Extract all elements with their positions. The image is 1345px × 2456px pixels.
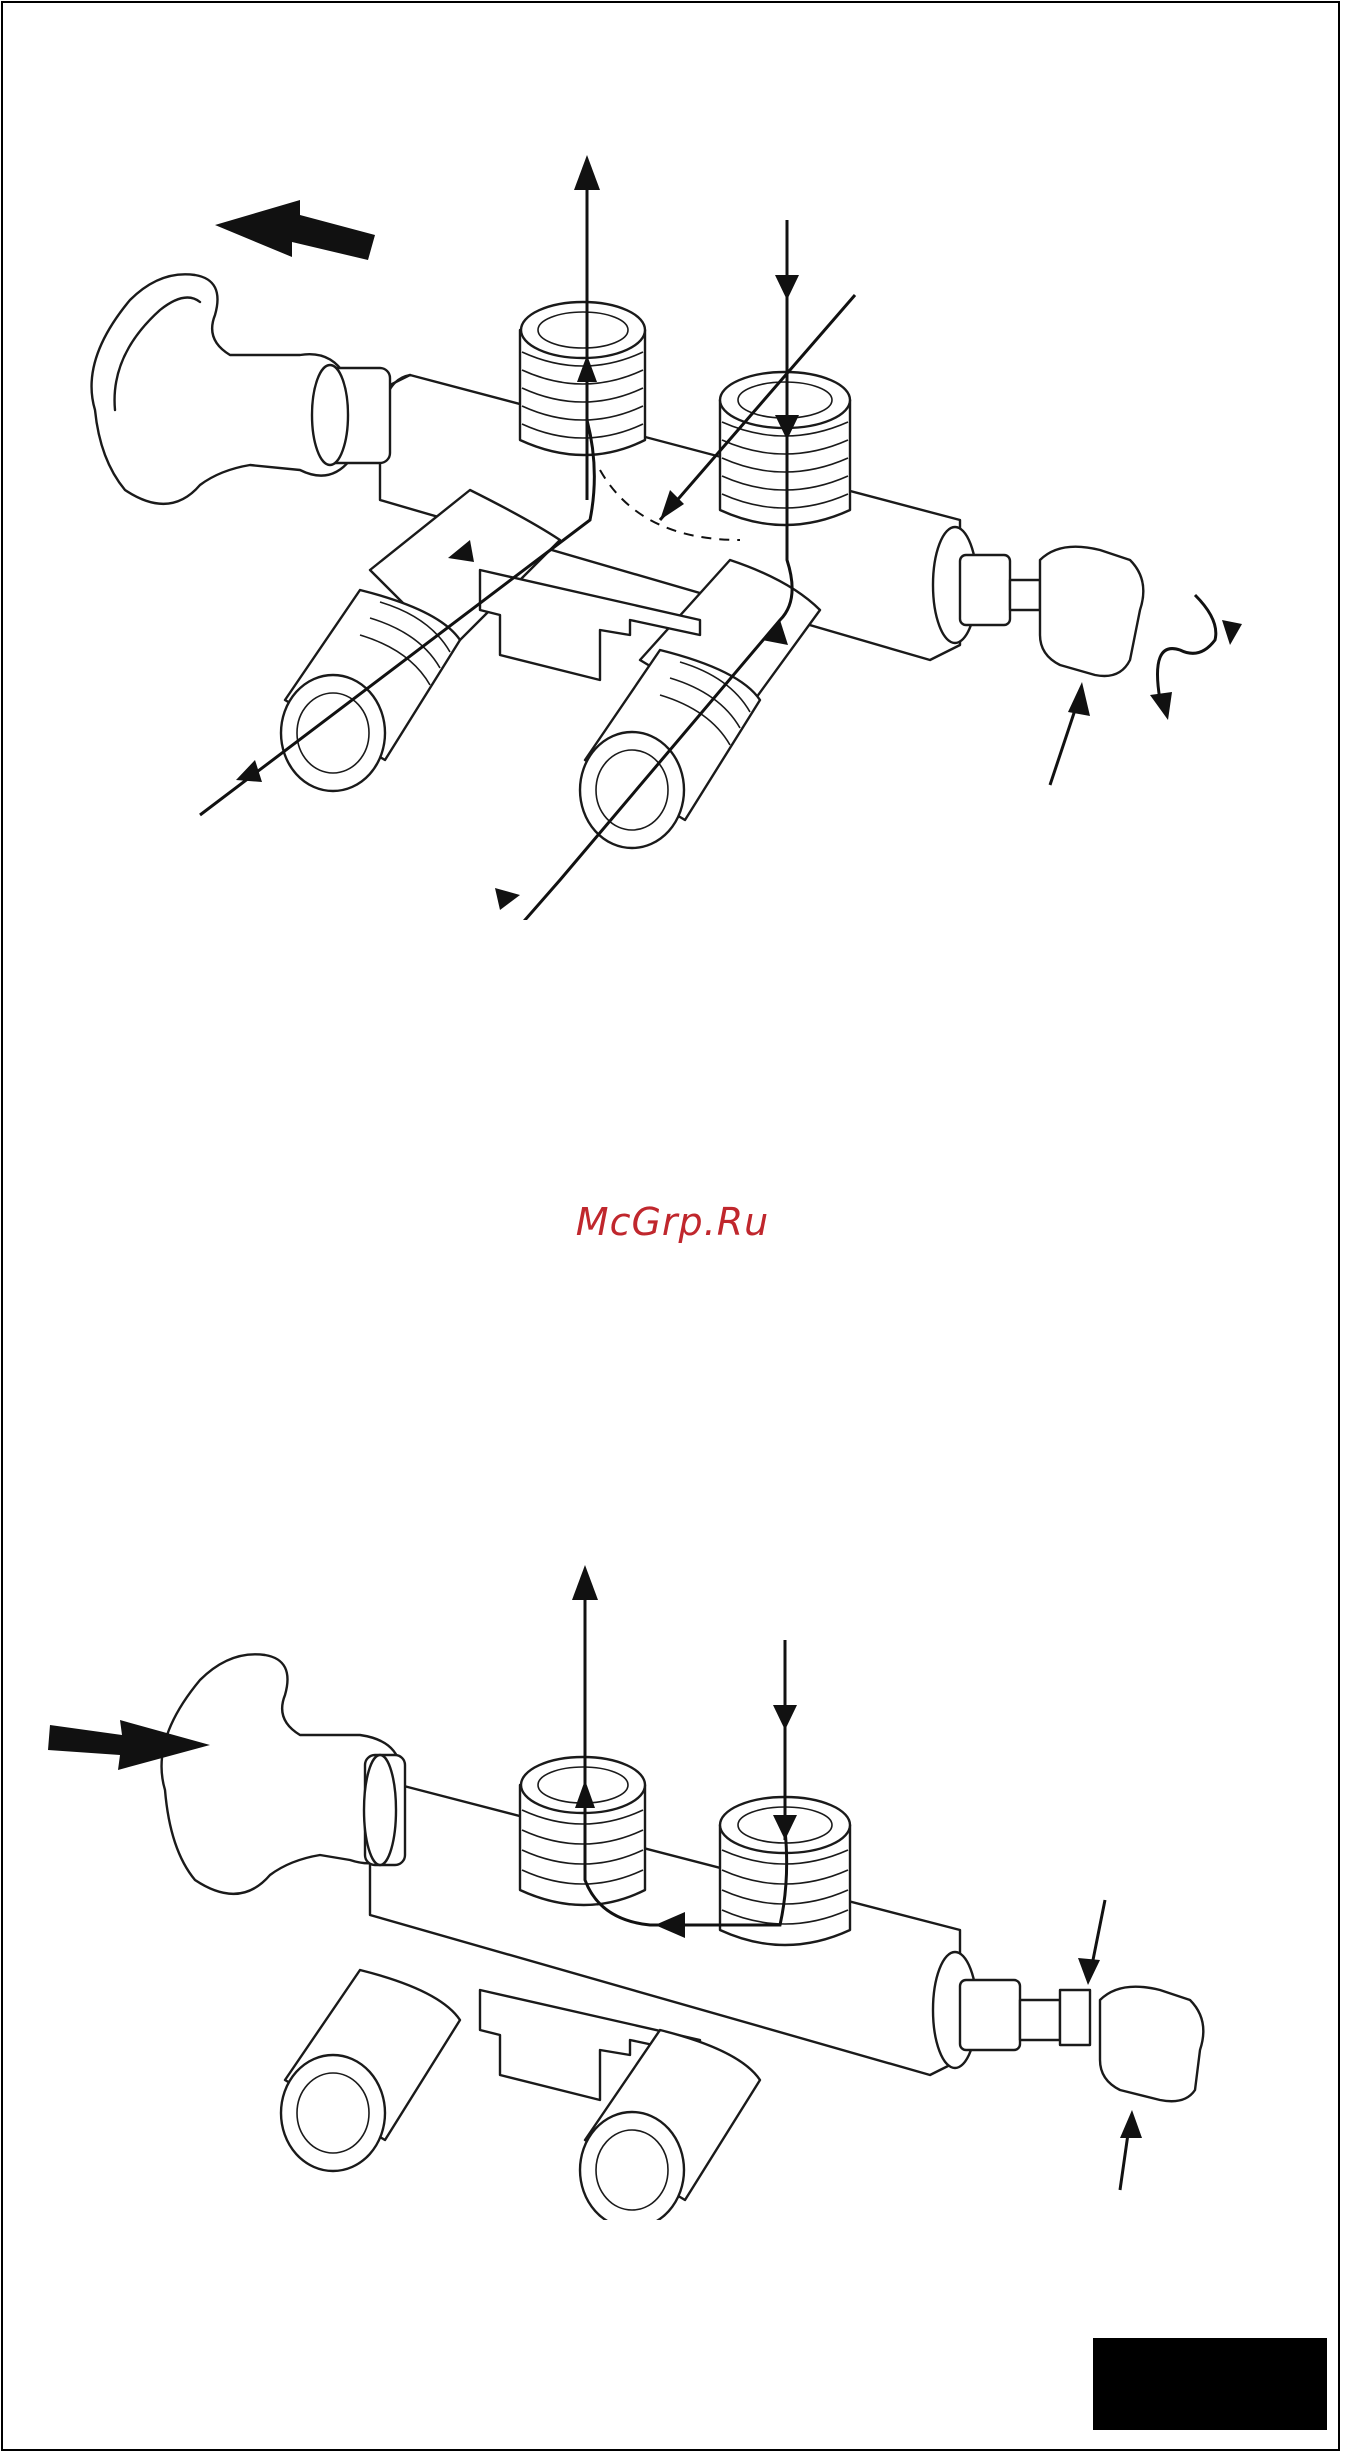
- drain-fitting: [933, 1952, 1203, 2101]
- page-tab: [1093, 2338, 1327, 2430]
- handle-icon: [92, 274, 350, 504]
- pull-arrow-icon: [215, 200, 375, 260]
- watermark: McGrp.Ru: [0, 1200, 1345, 1244]
- drain-fitting: [933, 527, 1143, 676]
- port-top-right: [720, 372, 850, 525]
- port-bottom-right: [580, 2030, 760, 2220]
- valve-diagram-bottom: [0, 1560, 1345, 2220]
- port-bottom-left: [281, 1970, 460, 2171]
- port-top-left: [520, 1757, 645, 1905]
- valve-diagram-top: [0, 140, 1345, 920]
- watermark-text: McGrp.Ru: [576, 1200, 769, 1244]
- rotate-arrow-icon: [1158, 595, 1216, 700]
- port-bottom-left: [281, 590, 460, 791]
